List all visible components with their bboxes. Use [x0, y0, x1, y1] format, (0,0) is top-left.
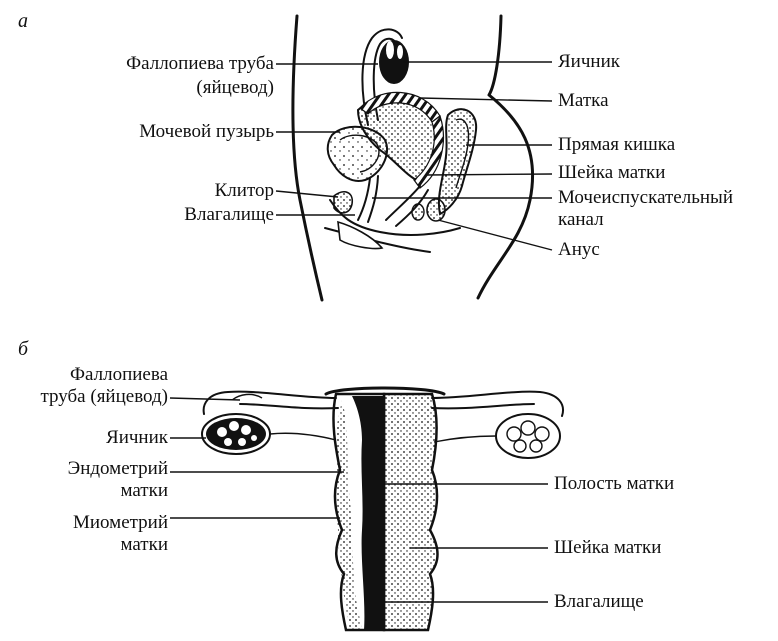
- label-clitoris-a: Клитор: [214, 180, 274, 201]
- clitoris-a: [333, 191, 354, 214]
- label-ovary-a: Яичник: [558, 51, 620, 72]
- bladder-a: [326, 125, 388, 182]
- rectum-a: [437, 108, 478, 216]
- panel-a-drawing: [275, 14, 553, 302]
- label-cervix-b: Шейка матки: [554, 537, 662, 558]
- uterus-right-half: [382, 392, 439, 632]
- label-uterus-a: Матка: [558, 90, 609, 111]
- label-myometrium-b: Миометрий матки: [72, 512, 168, 555]
- uterine-cavity-shading: [352, 396, 384, 630]
- label-endometrium-b: Эндометрий матки: [67, 458, 168, 501]
- label-anus-a: Анус: [558, 239, 600, 260]
- label-vagina-a: Влагалище: [184, 204, 274, 225]
- panel-b-drawing: [169, 386, 564, 632]
- label-urethra-a: Мочеиспускательный канал: [558, 187, 733, 230]
- label-fallopian-tube-b: Фаллопиева труба (яйцевод): [40, 364, 168, 407]
- panel-a-letter: а: [18, 10, 28, 32]
- label-bladder-a: Мочевой пузырь: [139, 121, 274, 142]
- label-rectum-a: Прямая кишка: [558, 134, 676, 155]
- label-ovary-b: Яичник: [106, 427, 168, 448]
- label-fallopian-tube-a: Фаллопиева труба (яйцевод): [126, 53, 274, 98]
- label-cervix-a: Шейка матки: [558, 162, 666, 183]
- label-vagina-b: Влагалище: [554, 591, 644, 612]
- panel-b-letter: б: [18, 338, 29, 360]
- label-uterine-cavity-b: Полость матки: [554, 473, 675, 494]
